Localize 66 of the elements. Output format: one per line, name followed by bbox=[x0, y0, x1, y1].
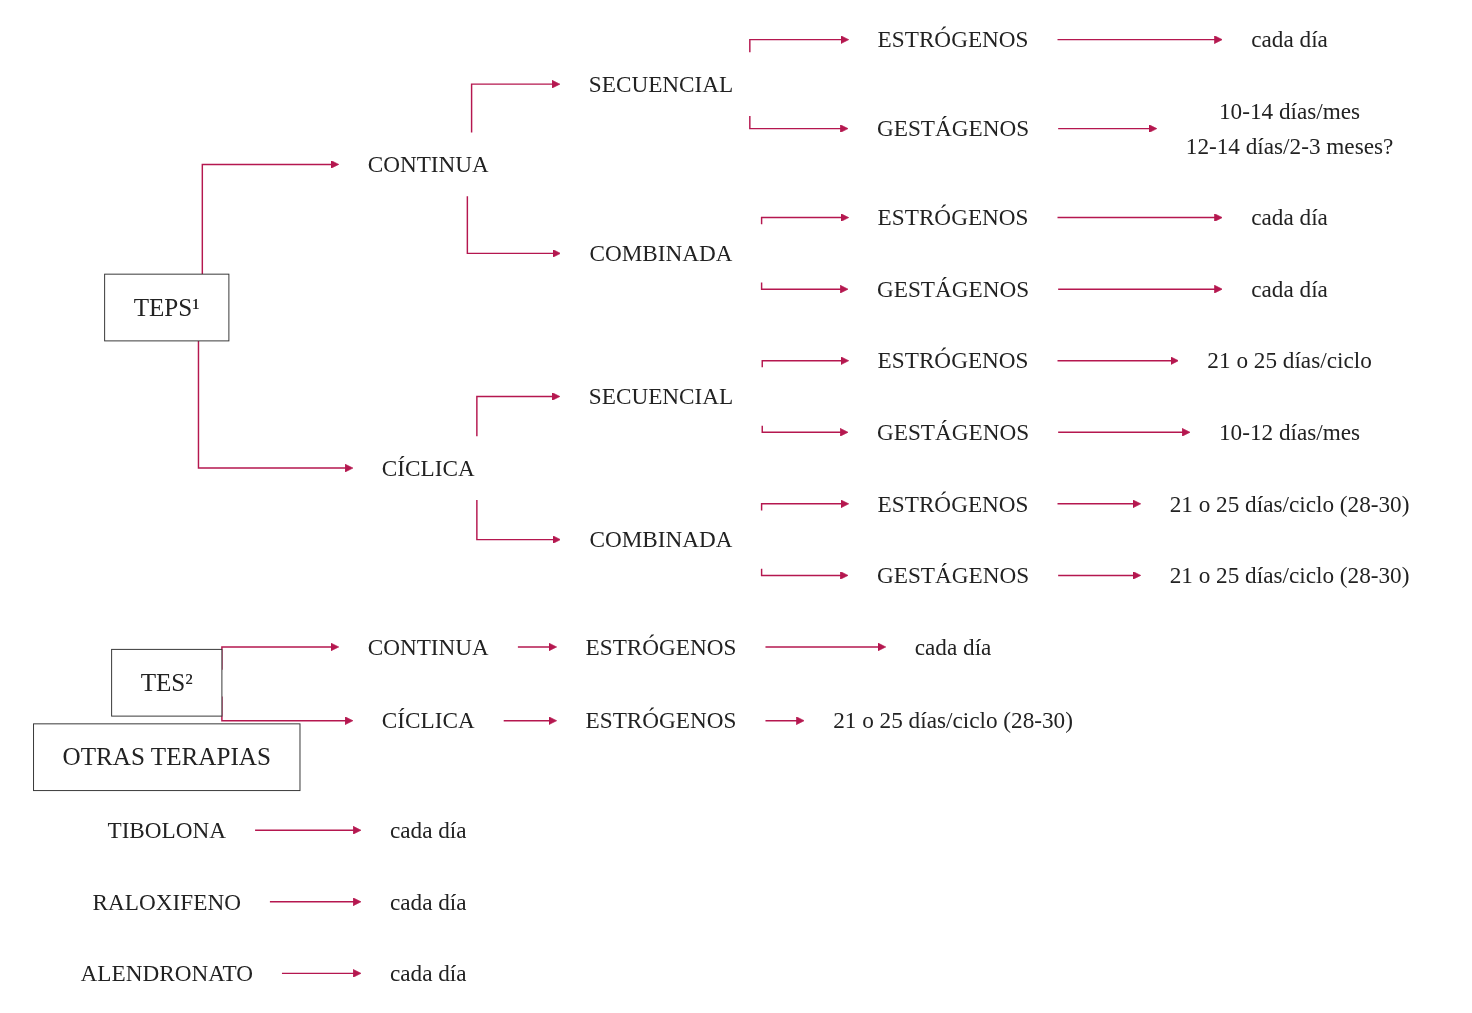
node-text: SECUENCIAL bbox=[588, 71, 734, 97]
arrow bbox=[1057, 284, 1223, 294]
node-text: GESTÁGENOS bbox=[876, 116, 1030, 142]
arrow bbox=[470, 79, 561, 134]
arrow bbox=[197, 340, 354, 473]
node-text: 21 o 25 días/ciclo (28-30) bbox=[1169, 491, 1410, 517]
arrow bbox=[764, 642, 887, 652]
arrow bbox=[1057, 428, 1191, 437]
arrow bbox=[761, 356, 849, 368]
arrow bbox=[749, 35, 849, 53]
node-text: ESTRÓGENOS bbox=[877, 27, 1029, 53]
arrow bbox=[269, 897, 362, 907]
arrow bbox=[1057, 124, 1158, 133]
node-text: ESTRÓGENOS bbox=[877, 348, 1029, 374]
arrow bbox=[760, 213, 849, 226]
node-text: CÍCLICA bbox=[381, 708, 475, 734]
node-text: COMBINADA bbox=[589, 527, 733, 553]
node-text: cada día bbox=[1251, 27, 1328, 53]
node-text: COMBINADA bbox=[589, 240, 733, 266]
node-text: SECUENCIAL bbox=[588, 383, 734, 410]
node-text: GESTÁGENOS bbox=[876, 562, 1030, 588]
node-text: TIBOLONA bbox=[107, 817, 227, 843]
node-text: 21 o 25 días/ciclo (28-30) bbox=[1169, 562, 1410, 588]
node-box: TEPS¹ bbox=[104, 273, 230, 342]
arrow bbox=[517, 642, 557, 652]
arrow bbox=[1056, 499, 1142, 509]
node-text: GESTÁGENOS bbox=[876, 419, 1030, 445]
arrow bbox=[476, 499, 561, 544]
arrow bbox=[761, 425, 849, 437]
node-text: 21 o 25 días/ciclo (28-30) bbox=[833, 708, 1073, 734]
node-text: cada día bbox=[914, 634, 992, 660]
node-text: GESTÁGENOS bbox=[876, 276, 1030, 302]
node-box: OTRAS TERAPIAS bbox=[33, 723, 301, 792]
arrow bbox=[760, 567, 849, 580]
node-text: cada día bbox=[1251, 276, 1328, 302]
node-text: 21 o 25 días/ciclo bbox=[1207, 348, 1372, 374]
node-text: ESTRÓGENOS bbox=[585, 634, 737, 660]
arrow bbox=[749, 115, 849, 133]
node-text: cada día bbox=[1251, 205, 1328, 231]
node-text: cada día bbox=[389, 817, 467, 843]
arrow bbox=[254, 825, 362, 835]
node-text: ESTRÓGENOS bbox=[877, 491, 1029, 517]
arrow bbox=[764, 716, 805, 725]
arrow bbox=[1056, 35, 1223, 44]
node-text: CONTINUA bbox=[367, 151, 489, 177]
arrow bbox=[760, 281, 849, 294]
node-text: 10-14 días/mes 12-14 días/2-3 meses? bbox=[1185, 98, 1394, 159]
node-text: 10-12 días/mes bbox=[1218, 419, 1361, 445]
node-text: RALOXIFENO bbox=[92, 889, 241, 915]
arrow bbox=[1056, 356, 1179, 365]
arrow bbox=[1056, 213, 1223, 222]
arrow bbox=[1057, 571, 1142, 580]
node-box: TES² bbox=[111, 648, 223, 717]
node-text: CÍCLICA bbox=[381, 455, 475, 481]
node-text: cada día bbox=[389, 960, 467, 986]
arrow bbox=[760, 499, 849, 512]
arrow bbox=[476, 392, 561, 437]
arrow bbox=[503, 716, 557, 725]
node-text: ESTRÓGENOS bbox=[877, 205, 1029, 231]
node-text: ESTRÓGENOS bbox=[585, 708, 737, 734]
arrow bbox=[201, 160, 340, 275]
node-text: CONTINUA bbox=[367, 634, 489, 660]
node-text: cada día bbox=[389, 889, 467, 915]
arrow bbox=[466, 195, 561, 258]
node-text: ALENDRONATO bbox=[80, 960, 253, 986]
arrow bbox=[281, 969, 362, 978]
